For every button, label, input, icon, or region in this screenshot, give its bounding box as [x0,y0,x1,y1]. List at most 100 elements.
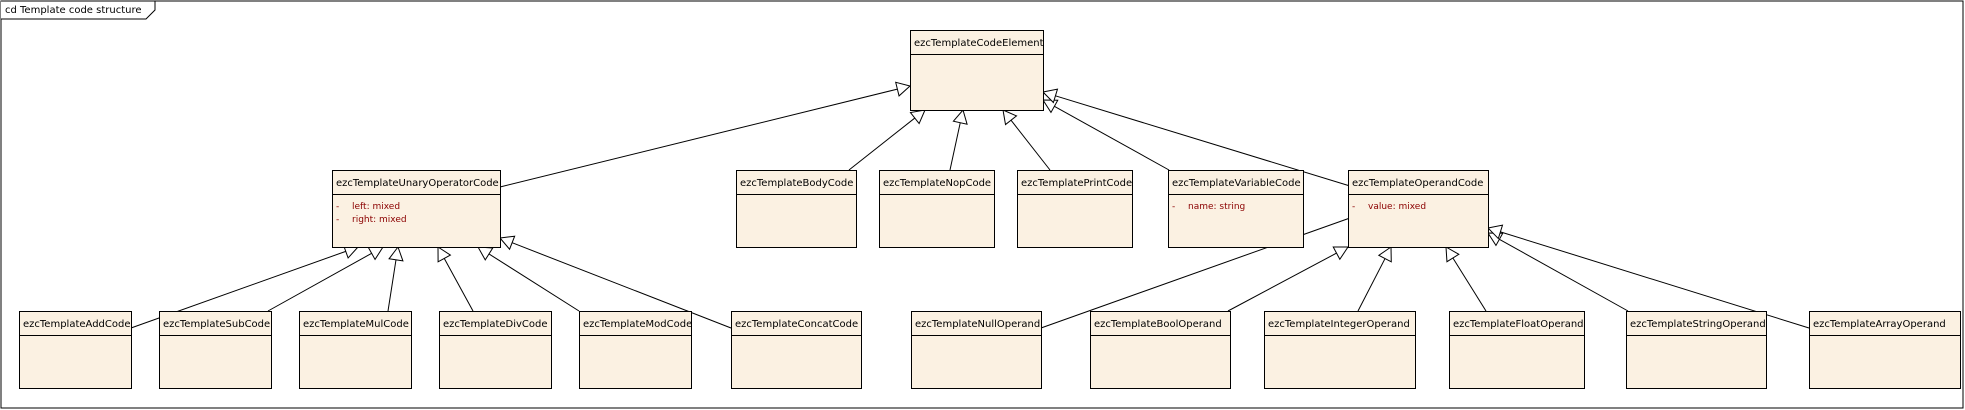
generalization-unary-to-codeElement [499,81,912,188]
class-nop[interactable]: ezcTemplateNopCode [879,170,995,248]
class-name: ezcTemplateStringOperand [1630,319,1766,330]
generalization-arrowhead [388,245,404,262]
class-box [1017,170,1133,248]
class-name: ezcTemplateUnaryOperatorCode [336,178,499,189]
class-name: ezcTemplateVariableCode [1172,178,1301,189]
generalization-arrowhead [1445,246,1460,263]
class-floatOp[interactable]: ezcTemplateFloatOperand [1449,311,1585,389]
attribute-visibility: - [1352,202,1355,212]
class-name: ezcTemplateCodeElement [914,38,1044,49]
class-div[interactable]: ezcTemplateDivCode [439,311,552,389]
class-variable[interactable]: ezcTemplateVariableCode - name: string [1168,170,1304,248]
generalization-line [1227,252,1337,312]
generalization-arrowhead [1486,224,1504,240]
generalization-arrowhead [952,108,968,125]
class-box [1809,311,1961,389]
class-box [1090,311,1231,389]
generalization-div-to-unary [437,246,474,312]
class-name: ezcTemplateFloatOperand [1453,319,1584,330]
generalization-variable-to-codeElement [1042,99,1170,171]
generalization-arrowhead [1332,246,1349,261]
class-name: ezcTemplateNullOperand [915,319,1040,330]
generalization-line [499,88,898,188]
frame-title: cd Template code structure [5,5,142,16]
attribute: name: string [1188,202,1245,212]
class-codeElement[interactable]: ezcTemplateCodeElement [910,30,1044,111]
generalization-nop-to-codeElement [949,108,968,171]
generalization-body-to-codeElement [848,109,926,171]
class-name: ezcTemplateIntegerOperand [1268,319,1410,330]
class-box [910,30,1044,111]
class-mul[interactable]: ezcTemplateMulCode [299,311,412,389]
class-name: ezcTemplateOperandCode [1352,178,1483,189]
generalization-line [267,252,372,312]
generalization-arrowhead [1042,99,1059,114]
class-box [439,311,552,389]
generalization-stringOp-to-operand [1487,232,1629,312]
generalization-arrowhead [437,246,452,263]
class-name: ezcTemplateMulCode [303,319,409,330]
class-box [731,311,862,389]
class-box [159,311,272,389]
class-unary[interactable]: ezcTemplateUnaryOperatorCode-left: mixed… [332,170,501,248]
generalization-mod-to-unary [477,246,580,312]
class-box [19,311,132,389]
class-name: ezcTemplateSubCode [163,319,270,330]
class-name: ezcTemplateConcatCode [735,319,858,330]
attribute-visibility: - [336,215,339,225]
class-operand[interactable]: ezcTemplateOperandCode-value: mixed [1348,170,1489,248]
class-stringOp[interactable]: ezcTemplateStringOperand [1626,311,1767,389]
generalization-floatOp-to-operand [1445,246,1487,312]
class-concat[interactable]: ezcTemplateConcatCode [731,311,862,389]
generalization-line [848,117,916,171]
generalization-mul-to-unary [387,245,404,312]
generalization-line [1040,211,1366,329]
class-boxes: ezcTemplateCodeElement ezcTemplateUnaryOp… [19,30,1961,389]
generalization-line [949,122,961,171]
class-boolOp[interactable]: ezcTemplateBoolOperand [1090,311,1231,389]
generalization-arrowhead [1041,88,1059,104]
class-name: ezcTemplatePrintCode [1021,178,1132,189]
generalization-line [1054,105,1170,171]
class-box [1348,170,1489,248]
generalization-intOp-to-operand [1357,246,1392,312]
generalization-line [511,242,732,329]
class-arrayOp[interactable]: ezcTemplateArrayOperand [1809,311,1961,389]
generalization-arrowhead [499,235,516,251]
generalization-line [387,259,397,312]
class-sub[interactable]: ezcTemplateSubCode [159,311,272,389]
class-name: ezcTemplateAddCode [23,319,131,330]
generalization-line [443,258,474,312]
class-name: ezcTemplateArrayOperand [1813,319,1946,330]
class-box [736,170,857,248]
class-nullOp[interactable]: ezcTemplateNullOperand [911,311,1042,389]
class-intOp[interactable]: ezcTemplateIntegerOperand [1264,311,1416,389]
generalization-line [1010,119,1051,171]
class-body[interactable]: ezcTemplateBodyCode [736,170,857,248]
generalization-arrowhead [1377,246,1392,263]
class-mod[interactable]: ezcTemplateModCode [579,311,693,389]
class-add[interactable]: ezcTemplateAddCode [19,311,132,389]
attribute-visibility: - [336,202,339,212]
generalization-concat-to-unary [499,235,732,329]
generalization-sub-to-unary [267,246,384,312]
generalization-line [1499,238,1629,312]
class-box [579,311,692,389]
generalization-arrowhead [1002,109,1018,126]
class-box [1264,311,1416,389]
class-name: ezcTemplateModCode [583,319,692,330]
generalization-line [1357,258,1386,312]
attribute-visibility: - [1172,202,1175,212]
class-box [1168,170,1304,248]
class-box [1449,311,1585,389]
class-box [879,170,995,248]
class-name: ezcTemplateBoolOperand [1094,319,1222,330]
class-box [332,170,501,248]
class-print[interactable]: ezcTemplatePrintCode [1017,170,1133,248]
generalization-line [488,253,580,312]
generalization-arrowhead [477,246,494,261]
attribute: right: mixed [352,215,407,225]
